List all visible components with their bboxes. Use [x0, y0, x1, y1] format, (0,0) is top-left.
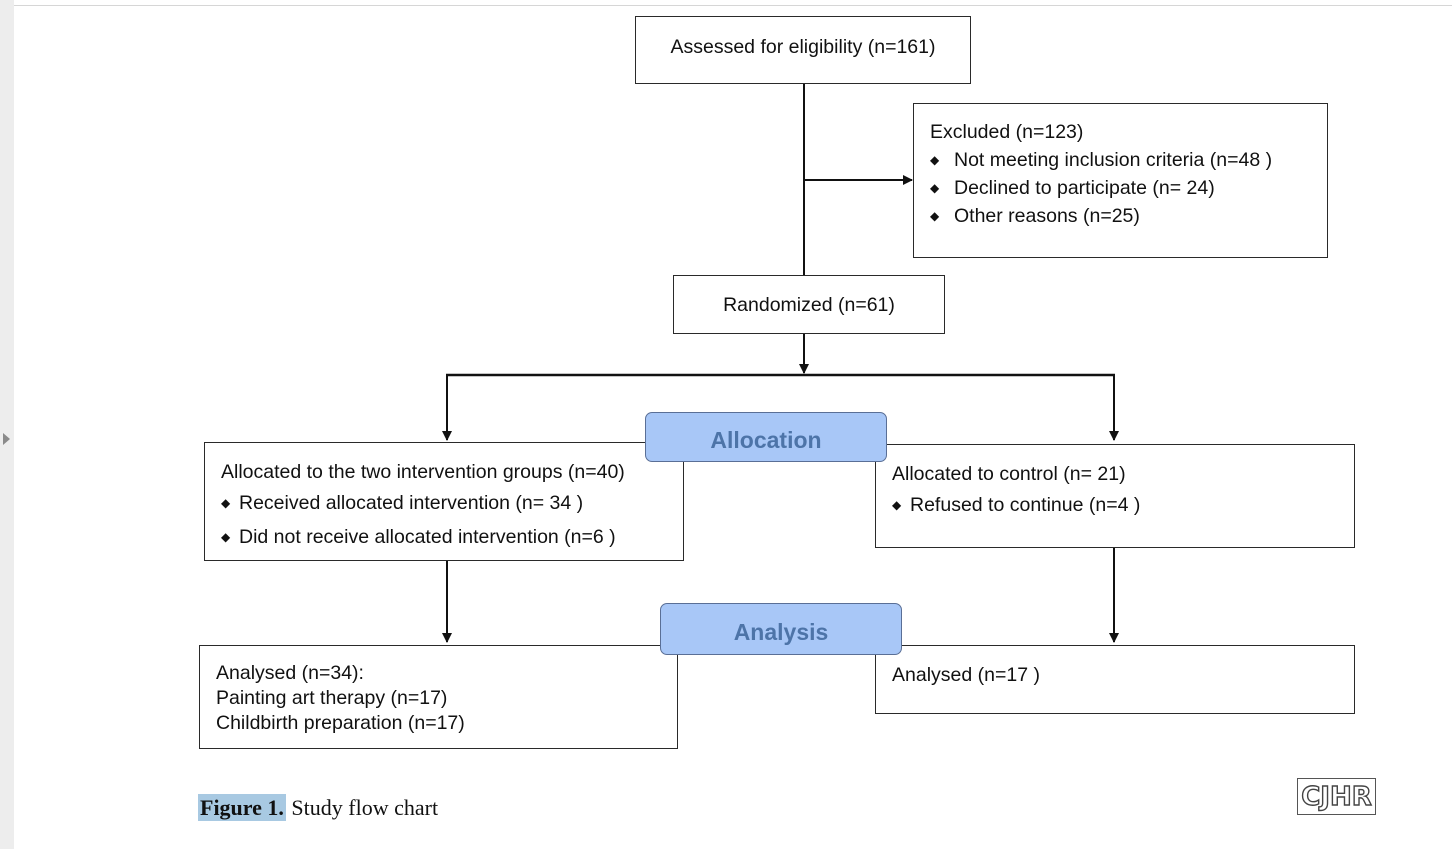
- allocated-intervention-item: ◆Did not receive allocated intervention …: [221, 522, 683, 553]
- stage-label-allocation: Allocation: [645, 412, 887, 462]
- allocated-intervention-item: ◆Received allocated intervention (n= 34 …: [221, 488, 683, 519]
- excluded-item: ◆Not meeting inclusion criteria (n=48 ): [930, 146, 1327, 174]
- diamond-bullet-icon: ◆: [221, 496, 231, 510]
- left-rail: [0, 0, 14, 849]
- excluded-title: Excluded (n=123): [930, 121, 1084, 143]
- stage-label-allocation-text: Allocation: [710, 427, 822, 453]
- excluded-item: ◆Other reasons (n=25): [930, 202, 1327, 230]
- allocated-control-item: ◆Refused to continue (n=4 ): [892, 490, 1354, 521]
- allocated-intervention-box: Allocated to the two intervention groups…: [204, 442, 684, 561]
- allocated-control-title: Allocated to control (n= 21): [892, 463, 1126, 485]
- allocated-control-box: Allocated to control (n= 21) ◆Refused to…: [875, 444, 1355, 548]
- analysed-intervention-line: Childbirth preparation (n=17): [216, 712, 465, 734]
- figure-caption-text: Study flow chart: [285, 795, 439, 820]
- randomized-box: Randomized (n=61): [673, 275, 945, 334]
- diamond-bullet-icon: ◆: [892, 498, 902, 512]
- journal-logo: CJHR: [1297, 778, 1376, 815]
- excluded-box: Excluded (n=123) ◆Not meeting inclusion …: [913, 103, 1328, 258]
- analysed-intervention-line: Painting art therapy (n=17): [216, 687, 448, 709]
- diamond-bullet-icon: ◆: [930, 209, 940, 223]
- top-rule: [14, 5, 1452, 6]
- figure-caption: Figure 1. Study flow chart: [198, 794, 439, 821]
- expand-arrow-icon[interactable]: [3, 433, 10, 445]
- assessed-box: Assessed for eligibility (n=161): [635, 16, 971, 84]
- excluded-item: ◆Declined to participate (n= 24): [930, 174, 1327, 202]
- stage-label-analysis-text: Analysis: [733, 619, 829, 645]
- figure-caption-label: Figure 1.: [198, 794, 286, 821]
- assessed-label: Assessed for eligibility (n=161): [670, 36, 936, 58]
- randomized-label: Randomized (n=61): [723, 294, 895, 316]
- diamond-bullet-icon: ◆: [930, 153, 940, 167]
- analysed-intervention-box: Analysed (n=34): Painting art therapy (n…: [199, 645, 678, 749]
- stage-label-analysis: Analysis: [660, 603, 902, 655]
- analysed-control-label: Analysed (n=17 ): [892, 664, 1040, 686]
- diamond-bullet-icon: ◆: [221, 530, 231, 544]
- diamond-bullet-icon: ◆: [930, 181, 940, 195]
- journal-logo-text: CJHR: [1301, 781, 1373, 812]
- analysed-control-box: Analysed (n=17 ): [875, 645, 1355, 714]
- analysed-intervention-line: Analysed (n=34):: [216, 662, 364, 684]
- allocated-intervention-title: Allocated to the two intervention groups…: [221, 461, 625, 483]
